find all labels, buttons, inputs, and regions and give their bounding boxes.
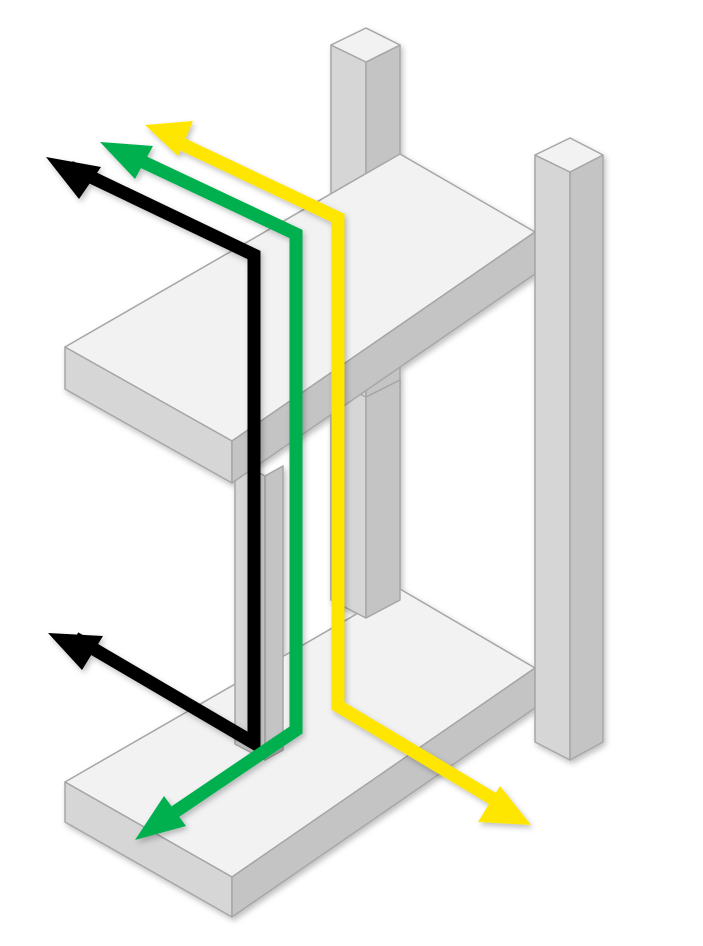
green-path-top-arrowhead bbox=[100, 142, 153, 179]
black-path bbox=[46, 157, 261, 755]
green-path-bottom-arrowhead bbox=[135, 796, 186, 840]
load-paths bbox=[46, 121, 531, 840]
black-path-line bbox=[67, 161, 261, 755]
black-path-bottom-arrowhead bbox=[48, 633, 103, 670]
yellow-path-top-arrowhead bbox=[145, 121, 193, 156]
yellow-path bbox=[145, 121, 531, 825]
green-path-line bbox=[119, 146, 303, 830]
front-right-column bbox=[534, 137, 604, 761]
yellow-path-bottom-arrowhead bbox=[478, 786, 531, 825]
yellow-path-line bbox=[164, 131, 499, 806]
green-path bbox=[100, 142, 303, 840]
black-path-top-arrowhead bbox=[46, 157, 101, 199]
